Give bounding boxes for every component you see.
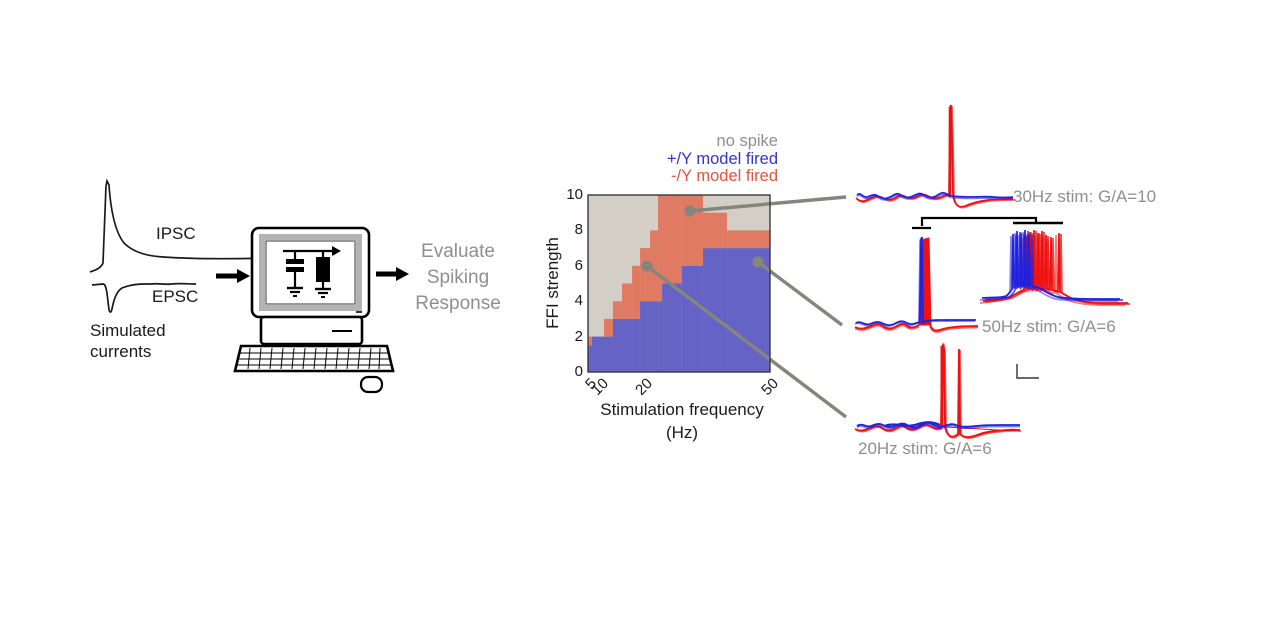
y-tick-10: 10 bbox=[566, 186, 583, 203]
callout-lines bbox=[645, 195, 848, 419]
y-tick-0: 0 bbox=[574, 363, 583, 380]
callout-dots bbox=[641, 205, 764, 272]
epsc-label: EPSC bbox=[152, 287, 199, 306]
legend-blue: +/Y model fired bbox=[666, 149, 778, 168]
evaluate-line3: Response bbox=[415, 293, 501, 314]
evaluate-spiking-response-label: Evaluate Spiking Response bbox=[398, 239, 518, 317]
x-axis-label-line1: Stimulation frequency bbox=[600, 400, 764, 419]
evaluate-line2: Spiking bbox=[426, 267, 490, 288]
circuit-icon bbox=[283, 246, 341, 298]
trace-label-20hz: 20Hz stim: G/A=6 bbox=[858, 439, 992, 458]
trace-50hz bbox=[854, 216, 1131, 333]
y-axis-ticks: 0 2 4 6 8 10 bbox=[540, 0, 583, 640]
x-axis-label-line2: (Hz) bbox=[665, 423, 699, 442]
computer-illustration bbox=[233, 226, 395, 394]
ipsc-label: IPSC bbox=[156, 224, 196, 243]
dot-30hz bbox=[684, 205, 696, 217]
arrow-right-2 bbox=[376, 267, 409, 281]
simulated-currents-line2: currents bbox=[90, 342, 152, 361]
legend-red: -/Y model fired bbox=[671, 167, 778, 185]
heatmap-legend: no spike+/Y model fired-/Y model fired bbox=[578, 132, 778, 186]
ipsc-trace bbox=[89, 178, 272, 273]
y-tick-6: 6 bbox=[574, 256, 583, 274]
trace-20hz bbox=[854, 342, 1039, 439]
y-tick-4: 4 bbox=[574, 292, 583, 310]
heatmap-frame bbox=[587, 194, 771, 373]
simulated-currents-label: Simulated currents bbox=[90, 320, 166, 362]
simulated-currents-line1: Simulated bbox=[90, 321, 166, 340]
trace-label-50hz: 50Hz stim: G/A=6 bbox=[982, 317, 1116, 336]
dot-50hz bbox=[752, 256, 764, 268]
computer-base bbox=[259, 315, 364, 346]
epsc-trace bbox=[91, 282, 197, 313]
mouse bbox=[359, 375, 384, 394]
y-tick-8: 8 bbox=[574, 221, 583, 239]
scale-bar bbox=[1016, 364, 1039, 379]
dot-20hz bbox=[641, 260, 653, 272]
trace-30hz bbox=[855, 104, 1015, 209]
trace-label-30hz: 30Hz stim: G/A=10 bbox=[1013, 187, 1157, 206]
heatmap-cells bbox=[588, 195, 770, 372]
legend-gray: no spike bbox=[716, 132, 778, 150]
y-tick-2: 2 bbox=[574, 327, 583, 345]
evaluate-line1: Evaluate bbox=[421, 241, 495, 262]
arrow-right-1 bbox=[216, 269, 250, 283]
